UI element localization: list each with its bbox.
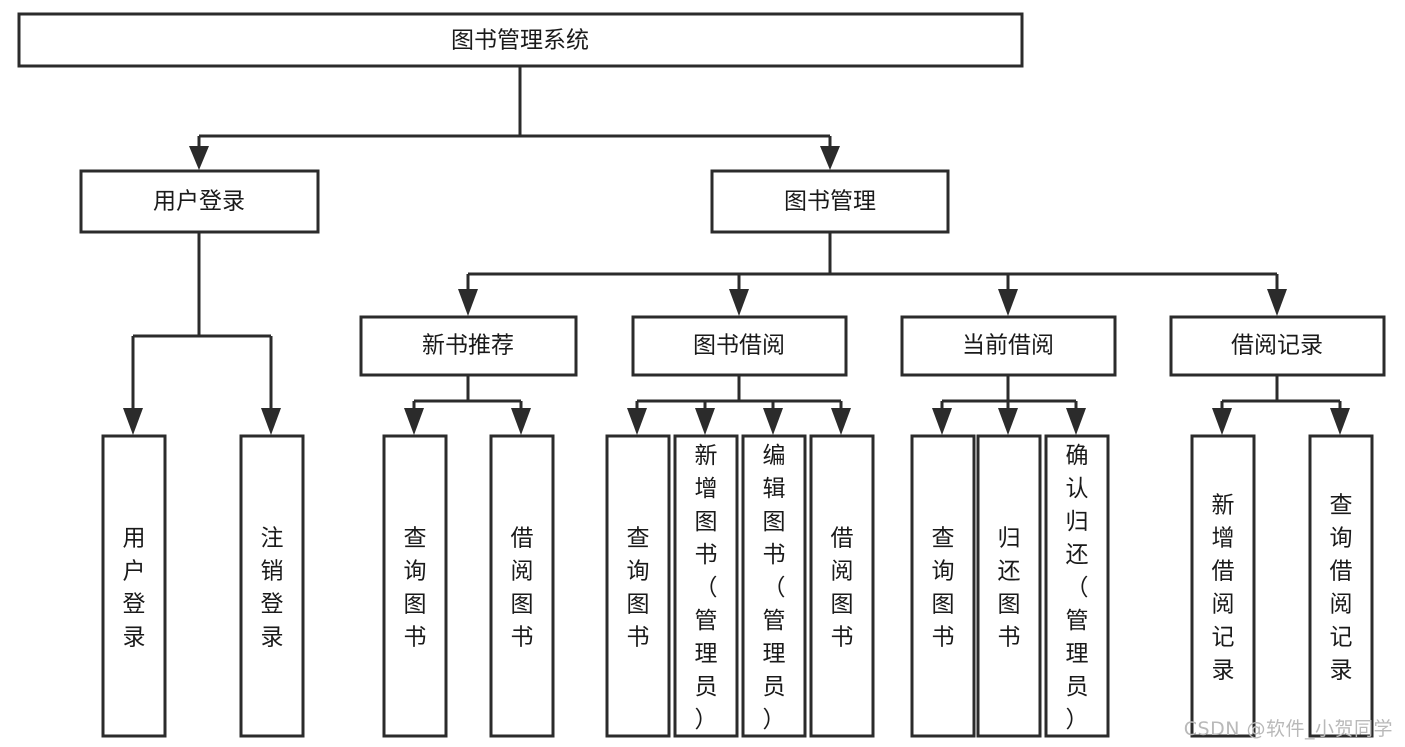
watermark-text: CSDN @软件_小贺同学 <box>1183 718 1393 740</box>
leaf-label: 查询图书 <box>404 526 427 651</box>
leaf-query-book-2[interactable]: 查询图书 <box>605 434 671 738</box>
leaf-box[interactable] <box>1190 434 1256 738</box>
leaf-borrow-book-1[interactable]: 借阅图书 <box>489 434 555 738</box>
borrow-record-label: 借阅记录 <box>1231 333 1323 359</box>
node-new-book-recommend[interactable]: 新书推荐 <box>359 315 578 377</box>
user-login-label: 用户登录 <box>153 189 245 215</box>
connector-user-login-to-leaves <box>123 232 281 435</box>
arrow-head-icon <box>820 146 840 170</box>
leaf-box[interactable] <box>605 434 671 738</box>
leaf-box[interactable] <box>910 434 976 738</box>
leaf-label: 新增借阅记录 <box>1212 493 1235 684</box>
connector-new-book-recommend-to-leaves <box>404 375 531 435</box>
node-book-borrow[interactable]: 图书借阅 <box>631 315 848 377</box>
leaf-box[interactable] <box>741 434 807 738</box>
arrow-head-icon <box>729 289 749 316</box>
arrow-head-icon <box>123 408 143 435</box>
leaf-box[interactable] <box>976 434 1042 738</box>
leaf-box[interactable] <box>101 434 167 738</box>
leaf-label: 归还图书 <box>998 526 1021 651</box>
node-current-borrow[interactable]: 当前借阅 <box>900 315 1117 377</box>
leaf-add-book[interactable]: 新增图书（管理员） <box>673 434 739 738</box>
node-user-login[interactable]: 用户登录 <box>79 169 320 234</box>
leaf-box[interactable] <box>382 434 448 738</box>
leaf-add-record[interactable]: 新增借阅记录 <box>1190 434 1256 738</box>
new-book-recommend-box[interactable] <box>359 315 578 377</box>
arrow-head-icon <box>998 289 1018 316</box>
leaf-label: 编辑图书（管理员） <box>763 443 786 733</box>
leaf-label: 新增图书（管理员） <box>695 443 718 733</box>
leaf-edit-book[interactable]: 编辑图书（管理员） <box>741 434 807 738</box>
leaf-confirm-return[interactable]: 确认归还（管理员） <box>1044 434 1110 738</box>
leaf-label: 查询图书 <box>627 526 650 651</box>
arrow-head-icon <box>458 289 478 316</box>
leaf-user-login[interactable]: 用户登录 <box>101 434 167 738</box>
leaf-box[interactable] <box>809 434 875 738</box>
leaf-query-book-3[interactable]: 查询图书 <box>910 434 976 738</box>
user-login-box[interactable] <box>79 169 320 234</box>
arrow-head-icon <box>261 408 281 435</box>
new-book-recommend-label: 新书推荐 <box>422 333 514 359</box>
leaf-return-book[interactable]: 归还图书 <box>976 434 1042 738</box>
leaf-label: 用户登录 <box>123 526 146 651</box>
book-manage-label: 图书管理 <box>784 189 876 215</box>
node-book-manage[interactable]: 图书管理 <box>710 169 950 234</box>
leaf-box[interactable] <box>1044 434 1110 738</box>
leaf-label: 查询图书 <box>932 526 955 651</box>
arrow-head-icon <box>932 408 952 435</box>
arrow-head-icon <box>404 408 424 435</box>
root-label: 图书管理系统 <box>451 28 589 54</box>
arrow-head-icon <box>627 408 647 435</box>
leaf-query-book-1[interactable]: 查询图书 <box>382 434 448 738</box>
arrow-head-icon <box>763 408 783 435</box>
leaf-box[interactable] <box>239 434 305 738</box>
leaf-user-logout[interactable]: 注销登录 <box>239 434 305 738</box>
arrow-head-icon <box>1267 289 1287 316</box>
arrow-head-icon <box>1212 408 1232 435</box>
leaf-label: 确认归还（管理员） <box>1066 443 1089 733</box>
connector-book-manage-to-level3 <box>458 232 1287 316</box>
arrow-head-icon <box>1066 408 1086 435</box>
leaf-borrow-book-2[interactable]: 借阅图书 <box>809 434 875 738</box>
leaf-box[interactable] <box>489 434 555 738</box>
book-borrow-label: 图书借阅 <box>693 333 785 359</box>
leaf-label: 注销登录 <box>261 526 284 651</box>
arrow-head-icon <box>189 146 209 170</box>
connector-borrow-record-to-leaves <box>1212 375 1350 435</box>
arrow-head-icon <box>831 408 851 435</box>
current-borrow-box[interactable] <box>900 315 1117 377</box>
leaf-box[interactable] <box>673 434 739 738</box>
connector-current-borrow-to-leaves <box>932 375 1086 435</box>
arrow-head-icon <box>1330 408 1350 435</box>
current-borrow-label: 当前借阅 <box>962 333 1054 359</box>
arrow-head-icon <box>511 408 531 435</box>
node-borrow-record[interactable]: 借阅记录 <box>1169 315 1386 377</box>
arrow-head-icon <box>998 408 1018 435</box>
leaf-query-record[interactable]: 查询借阅记录 <box>1308 434 1374 738</box>
root-box[interactable] <box>17 12 1024 68</box>
connector-root-to-level2 <box>189 66 840 170</box>
leaf-box[interactable] <box>1308 434 1374 738</box>
leaf-label: 查询借阅记录 <box>1330 493 1353 684</box>
connector-book-borrow-to-leaves <box>627 375 851 435</box>
leaf-label: 借阅图书 <box>511 526 534 651</box>
node-root[interactable]: 图书管理系统 <box>17 12 1024 68</box>
arrow-head-icon <box>695 408 715 435</box>
leaf-label: 借阅图书 <box>831 526 854 651</box>
